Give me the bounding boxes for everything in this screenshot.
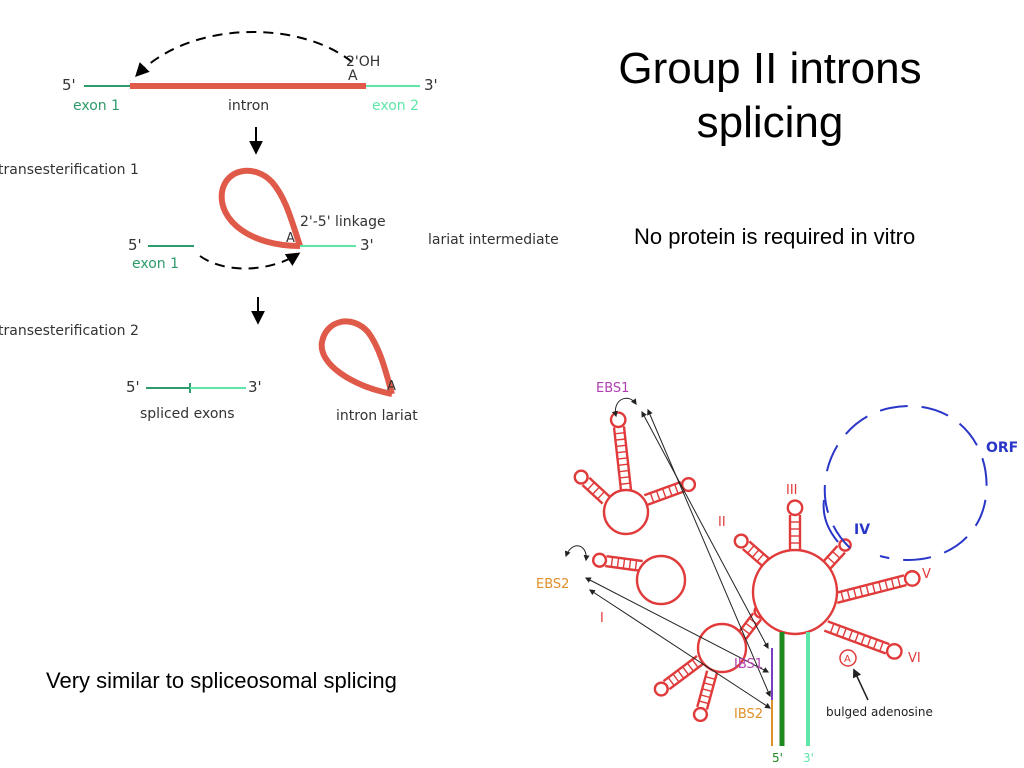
helix-ebs1-arm <box>609 411 633 491</box>
helix-domain-i-right <box>737 603 769 640</box>
ebs1-curl <box>611 397 637 418</box>
intermediate-three-prime: 3' <box>360 236 374 254</box>
helix-domain-v <box>834 570 921 605</box>
splicing-pathway-diagram: 5' 3' 2'OH A exon 1 intron exon 2 transe… <box>0 31 559 424</box>
ebs2-curl <box>564 545 590 562</box>
ibs1-label: IBS1 <box>734 657 763 672</box>
bulged-adenosine-circle <box>839 649 857 667</box>
orf-label: ORF <box>986 440 1018 456</box>
domain-i-loop-c <box>602 488 650 536</box>
helix-domain-i-upper-left <box>573 469 611 505</box>
title-line-1: Group II introns <box>618 44 922 93</box>
domain-iv-label: IV <box>854 522 870 538</box>
ebs1-label: EBS1 <box>596 381 629 396</box>
spliced-three-prime: 3' <box>248 378 262 396</box>
title-line-2: splicing <box>696 98 844 147</box>
helix-domain-ii <box>733 533 775 571</box>
top-branch-a: A <box>348 68 358 84</box>
bulged-a: A <box>844 654 851 665</box>
linkage-label: 2'-5' linkage <box>300 214 386 230</box>
bulged-adenosine-label: bulged adenosine <box>826 705 933 719</box>
two-oh-label: 2'OH <box>346 54 380 70</box>
exon2-label: exon 2 <box>372 98 419 114</box>
exon-ligation-arrow <box>199 252 301 270</box>
helix-domain-iii <box>786 499 804 550</box>
helix-domain-iv <box>821 538 852 571</box>
domain-iv-stem <box>822 499 839 543</box>
bulged-adenosine-arrow <box>852 668 869 701</box>
ebs2-ibs1-arrow <box>584 577 770 673</box>
ebs2-ibs2-arrow <box>588 589 772 709</box>
domain-i-loop-a <box>696 622 748 674</box>
step1-label: transesterification 1 <box>0 162 139 178</box>
intron-lariat-loop <box>318 318 395 397</box>
domain-i-loop-b <box>635 554 687 606</box>
helix-domain-i-bottom <box>692 670 718 723</box>
ibs2-label: IBS2 <box>734 707 763 722</box>
intermediate-branch-a: A <box>286 231 295 246</box>
intron-label: intron <box>228 98 269 114</box>
helix-domain-i-upper-right <box>643 476 697 506</box>
lariat-intermediate-label: lariat intermediate <box>428 232 559 248</box>
top-three-prime: 3' <box>424 76 438 94</box>
intron-lariat-label: intron lariat <box>336 408 418 424</box>
note-no-protein: No protein is required in vitro <box>634 224 916 249</box>
helix-domain-i-lower <box>653 655 704 697</box>
helix-domain-i-mid <box>591 552 643 573</box>
exon1-label: exon 1 <box>73 98 120 114</box>
ebs1-ibs2-arrow <box>647 408 771 698</box>
slide-title: Group II introns splicing <box>560 42 980 150</box>
note-similar-spliceosomal: Very similar to spliceosomal splicing <box>46 668 397 693</box>
intermediate-exon1-label: exon 1 <box>132 256 179 272</box>
spliced-five-prime: 5' <box>126 378 140 396</box>
orf-loop <box>823 405 988 561</box>
structure-three-prime: 3' <box>803 751 814 765</box>
central-wheel <box>751 548 839 636</box>
domain-vi-label: VI <box>908 651 921 666</box>
step2-label: transesterification 2 <box>0 323 139 339</box>
domain-iii-label: III <box>786 483 798 498</box>
structure-five-prime: 5' <box>772 751 783 765</box>
ebs2-label: EBS2 <box>536 577 569 592</box>
intermediate-five-prime: 5' <box>128 236 142 254</box>
top-five-prime: 5' <box>62 76 76 94</box>
domain-i-label: I <box>600 611 604 626</box>
helix-domain-vi <box>823 620 903 660</box>
spliced-exons-label: spliced exons <box>140 406 235 422</box>
domain-v-label: V <box>922 567 931 582</box>
branch-attack-arrow <box>135 31 353 78</box>
lariat-branch-a: A <box>387 379 396 394</box>
intermediate-lariat-loop <box>218 167 303 249</box>
ebs1-ibs1-arrow <box>641 410 769 650</box>
domain-ii-label: II <box>718 515 726 530</box>
